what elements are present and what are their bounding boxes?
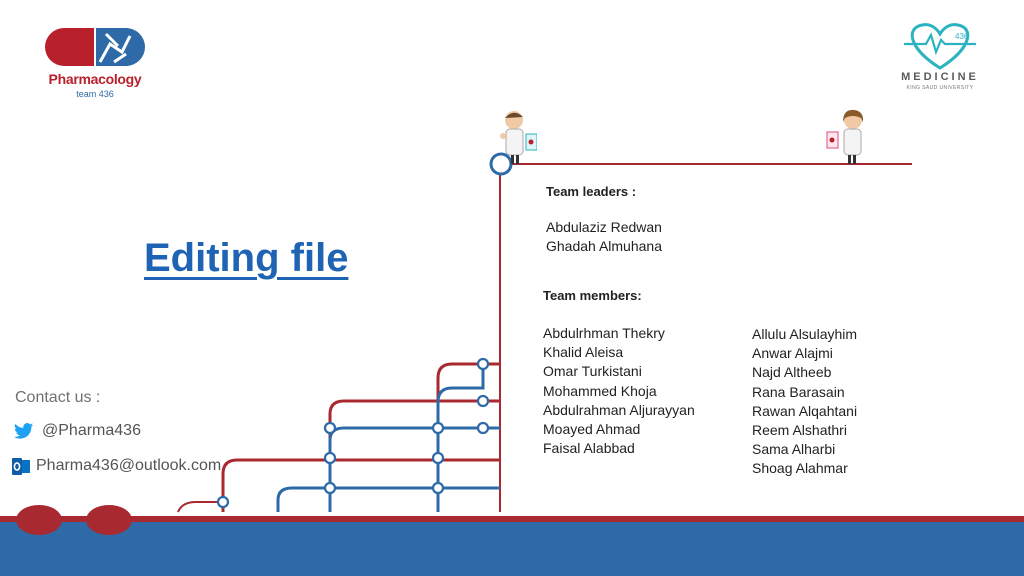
outlook-icon	[12, 457, 30, 475]
member-name: Allulu Alsulayhim	[752, 326, 858, 342]
email-address: Pharma436@outlook.com	[36, 457, 222, 474]
twitter-contact[interactable]: @Pharma436	[14, 421, 141, 441]
member-name: Faisal Alabbad	[543, 440, 635, 457]
member-name: Khalid Aleisa	[543, 344, 624, 361]
medicine-logo-subtitle: KING SAUD UNIVERSITY	[906, 85, 974, 91]
doctor-female-icon	[826, 109, 864, 164]
pharmacology-logo-subtitle: team 436	[76, 89, 114, 99]
member-name: Shoag Alahmar	[752, 460, 848, 477]
right-logo-badge: 436	[955, 32, 969, 41]
member-name: Reem Alshathri	[752, 422, 847, 439]
member-name: Abdulrhman Thekry	[543, 325, 665, 341]
member-name: Abdulrahman Aljurayyan	[543, 401, 695, 418]
contact-label: Contact us :	[15, 389, 101, 406]
member-name: Najd Altheeb	[752, 364, 832, 381]
member-name: Omar Turkistani	[543, 363, 642, 380]
heart-pulse-logo-icon: 436	[904, 23, 976, 70]
member-name: Rawan Alqahtani	[752, 402, 858, 419]
leader-name: Ghadah Almuhana	[546, 238, 662, 255]
doctor-male-icon	[500, 111, 537, 164]
pharmacology-logo-icon	[45, 28, 145, 66]
email-contact[interactable]: Pharma436@outlook.com	[12, 456, 221, 476]
team-members-label: Team members:	[543, 288, 642, 303]
member-name: Mohammed Khoja	[543, 382, 657, 399]
medicine-logo-title: MEDICINE	[901, 71, 979, 83]
pharmacology-logo-title: Pharmacology	[48, 71, 142, 87]
member-name: Anwar Alajmi	[752, 345, 833, 362]
member-name: Sama Alharbi	[752, 441, 836, 458]
member-name: Rana Barasain	[752, 383, 845, 400]
team-leaders-label: Team leaders :	[546, 184, 637, 199]
team-members-column-2: Allulu Alsulayhim Anwar Alajmi Najd Alth…	[752, 325, 857, 479]
page-title: Editing file	[144, 236, 349, 280]
leader-name: Abdulaziz Redwan	[546, 219, 662, 235]
twitter-handle: @Pharma436	[42, 422, 141, 439]
twitter-icon	[14, 422, 34, 439]
team-leaders-list: Abdulaziz Redwan Ghadah Almuhana	[546, 218, 662, 256]
member-name: Moayed Ahmad	[543, 421, 641, 438]
team-members-column-1: Abdulrhman Thekry Khalid Aleisa Omar Tur…	[543, 324, 695, 458]
